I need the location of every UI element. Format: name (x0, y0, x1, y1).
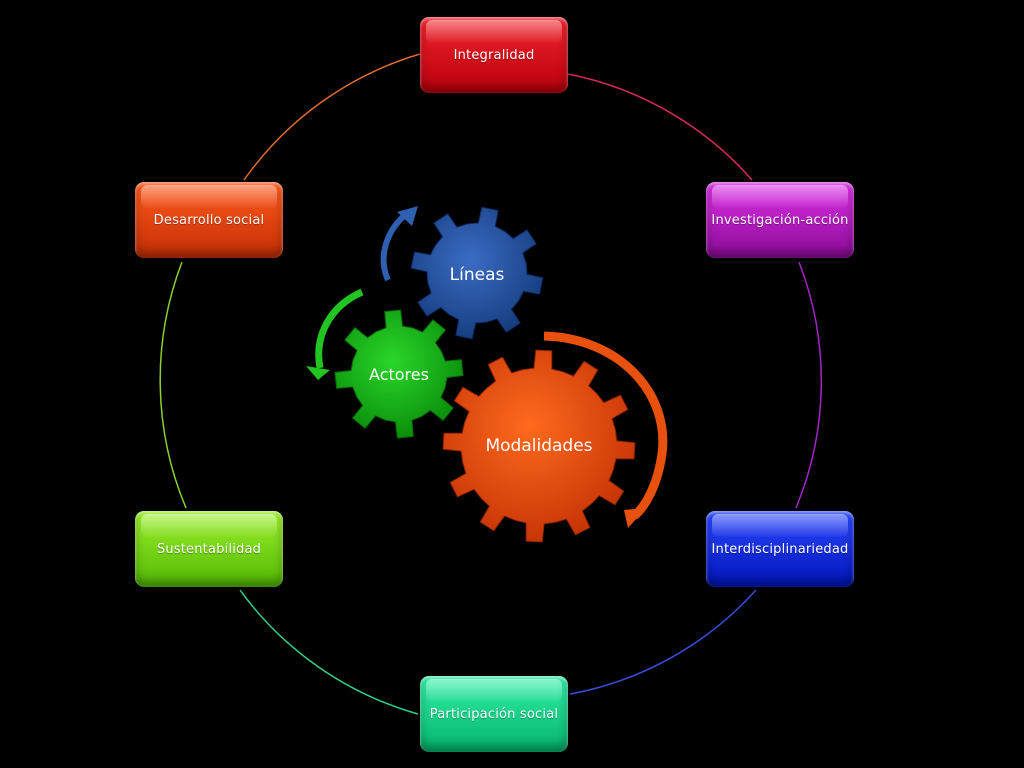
box-interdisciplinariedad-label: Interdisciplinariedad (711, 541, 849, 557)
gear-green: Actores (334, 309, 464, 439)
cycle-ring (159, 53, 823, 715)
box-participacion-social-label: Participación social (429, 706, 559, 722)
ring-segment-upper-right-to-lower-right (795, 261, 823, 509)
gear-orange-label: Modalidades (485, 436, 592, 456)
arrow-blue (380, 206, 418, 282)
ring-segment-top-to-upper-right (567, 73, 753, 181)
gear-blue: Líneas (410, 206, 544, 340)
arrow-orange (543, 331, 668, 528)
arrow-green (306, 288, 364, 380)
box-sustentabilidad-label: Sustentabilidad (156, 541, 262, 557)
gear-green-label: Actores (369, 365, 429, 384)
box-integralidad: Integralidad (420, 17, 568, 93)
ring-segment-lower-right-to-bottom (569, 589, 757, 695)
box-investigacion-accion: Investigación-acción (706, 182, 854, 258)
box-participacion-social: Participación social (420, 676, 568, 752)
box-investigacion-accion-label: Investigación-acción (711, 212, 849, 228)
box-desarrollo-social-label: Desarrollo social (153, 212, 265, 228)
box-integralidad-label: Integralidad (453, 47, 535, 63)
ring-segment-lower-left-to-upper-left (159, 261, 187, 509)
box-sustentabilidad: Sustentabilidad (135, 511, 283, 587)
gear-blue-label: Líneas (450, 265, 505, 285)
ring-segment-upper-left-to-top (243, 53, 421, 181)
gear-orange: Modalidades (442, 349, 636, 543)
ring-segment-bottom-to-lower-left (239, 589, 419, 715)
box-desarrollo-social: Desarrollo social (135, 182, 283, 258)
box-interdisciplinariedad: Interdisciplinariedad (706, 511, 854, 587)
